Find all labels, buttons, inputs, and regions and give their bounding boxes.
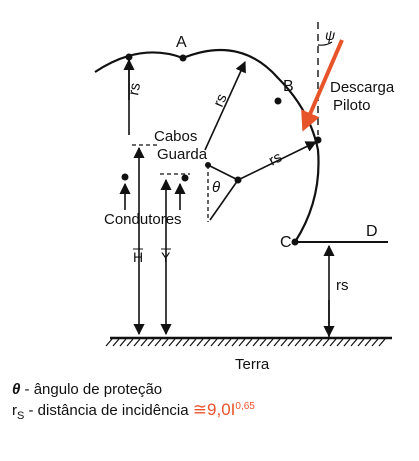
ground-hatch-mark [133,338,141,347]
ground-hatch-mark [154,338,162,347]
label-guard-1: Cabos [154,128,197,145]
ground-hatch-mark [343,338,351,347]
ground-hatch-mark [294,338,302,347]
ground-hatch-mark [224,338,232,347]
theta-ray-2 [209,179,239,221]
ground-hatch-mark [126,338,134,347]
label-discharge-2: Piloto [333,97,371,114]
label-rs-right: rs [266,149,285,170]
protection-arc [94,48,320,243]
label-discharge-1: Descarga [330,79,395,96]
legend-rs-text: - distância de incidência [24,402,193,419]
label-point-b: B [283,78,294,95]
point-b-dot [274,97,282,105]
ground-hatch-mark [350,338,358,347]
ground-hatch-mark [189,338,197,347]
psi-arc [317,41,333,46]
ground-hatch-mark [210,338,218,347]
legend-rs-symbol: r [12,402,17,419]
legend-rs: rS - distância de incidência ≅9,0I0,65 [12,400,255,422]
label-conductors: Condutores [104,211,182,228]
ground-hatch-mark [252,338,260,347]
ground-hatch-mark [147,338,155,347]
ground-hatch-mark [378,338,386,347]
ground-hatch-mark [231,338,239,347]
ground-hatch-mark [371,338,379,347]
label-y-bar: Y [161,249,171,265]
ground-hatch-mark [280,338,288,347]
legend-theta: θ - ângulo de proteção [12,381,162,398]
ground-hatch-mark [259,338,267,347]
ground-hatch-mark [217,338,225,347]
label-h-bar: H [133,249,143,265]
ground-hatch-mark [175,338,183,347]
legend-theta-text: - ângulo de proteção [20,381,163,398]
ground-hatch-mark [182,338,190,347]
label-psi: ψ [325,27,335,43]
ground-hatch-mark [168,338,176,347]
ground-hatch-mark [287,338,295,347]
ground-hatch-mark [196,338,204,347]
point-a-dot [179,54,187,62]
label-point-c: C [280,234,292,251]
legend-rs-sub: S [17,410,25,422]
ground-hatch-mark [364,338,372,347]
ground-hatch-mark [329,338,337,347]
rs-guard2-to-a [204,60,246,151]
ground-hatch-mark [357,338,365,347]
ground-hatch-mark [140,338,148,347]
legend-formula-exp: 0,65 [235,401,255,412]
ground-hatch-mark [161,338,169,347]
theta-vertex-dot [234,176,242,184]
ground-hatch-mark [301,338,309,347]
ground-hatch-mark [322,338,330,347]
legend-formula: ≅9,0I [192,400,236,419]
label-rs-ground: rs [336,277,349,294]
ground-hatch-mark [336,338,344,347]
ground-hatch-mark [273,338,281,347]
ground-hatch [105,338,386,347]
conductor-1-dot [121,173,129,181]
ground-hatch-mark [203,338,211,347]
label-point-d: D [366,223,378,240]
ground-hatch-mark [105,338,113,347]
conductor-2-dot [181,174,189,182]
ground-hatch-mark [119,338,127,347]
ground-hatch-mark [315,338,323,347]
theta-ray-1 [207,164,239,181]
ground-hatch-mark [112,338,120,347]
label-rs-left: rs [125,81,144,96]
label-ground: Terra [235,356,270,373]
ground-hatch-mark [308,338,316,347]
discharge-leader-arrow [301,39,344,132]
ground-hatch-mark [266,338,274,347]
label-point-a: A [176,34,187,51]
label-guard-2: Guarda [157,146,208,163]
rs-guard2-to-tangent [237,141,318,181]
ground-hatch-mark [245,338,253,347]
label-rs-middle: rs [210,91,231,109]
label-theta: θ [212,179,220,196]
legend-theta-symbol: θ [12,381,21,398]
ground-hatch-mark [238,338,246,347]
